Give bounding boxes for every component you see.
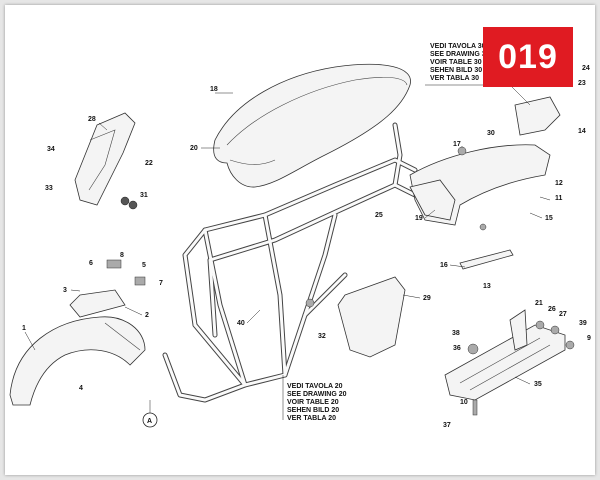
part-label-16: 16: [440, 262, 448, 269]
reference-marker-label: A: [147, 418, 152, 425]
part-label-4: 4: [79, 385, 83, 392]
part-label-5: 5: [142, 262, 146, 269]
part-label-24: 24: [582, 65, 590, 72]
part-label-34: 34: [47, 146, 55, 153]
part-label-7: 7: [159, 280, 163, 287]
leader-lines: [24, 92, 551, 385]
part-label-2: 2: [145, 312, 149, 319]
note-bottom-line-5: VER TABLA 20: [287, 415, 336, 422]
fender-part-1[interactable]: [9, 316, 146, 406]
part-label-29: 29: [423, 295, 431, 302]
parts-drawing: VEDI TAVOLA 30 SEE DRAWING 30 VOIR TABLE…: [9, 43, 591, 429]
part-label-18: 18: [210, 86, 218, 93]
part-label-35: 35: [534, 381, 542, 388]
frame-structure: [162, 122, 418, 403]
part-label-14: 14: [578, 128, 586, 135]
part-label-13: 13: [483, 283, 491, 290]
part-label-11: 11: [555, 195, 563, 202]
side-panel-part-28[interactable]: [74, 112, 136, 206]
note-top-line-1: VEDI TAVOLA 30: [430, 43, 486, 50]
part-label-37: 37: [443, 422, 451, 429]
part-label-28: 28: [88, 116, 96, 123]
part-label-3: 3: [63, 287, 67, 294]
part-number-labels: 1 2 3 4 5 6 7 8 9 10 11 12 13 14 15 16 1…: [22, 65, 591, 429]
side-panel-part-29[interactable]: [337, 276, 406, 358]
part-label-21: 21: [535, 300, 543, 307]
note-bottom-line-4: SEHEN BILD 20: [287, 407, 339, 414]
seat-part-20[interactable]: [213, 63, 411, 188]
part-label-20: 20: [190, 145, 198, 152]
part-label-25: 25: [375, 212, 383, 219]
part-label-1: 1: [22, 325, 26, 332]
part-label-32: 32: [318, 333, 326, 340]
part-label-36: 36: [453, 345, 461, 352]
note-top-line-5: VER TABLA 30: [430, 75, 479, 82]
part-label-12: 12: [555, 180, 563, 187]
bracket-part-2[interactable]: [69, 289, 126, 318]
strap-part-16[interactable]: [459, 249, 514, 270]
note-bottom-line-1: VEDI TAVOLA 20: [287, 383, 343, 390]
hardware-group: [106, 146, 575, 416]
tail-bracket-part-30[interactable]: [514, 96, 561, 136]
part-label-23: 23: [578, 80, 586, 87]
part-label-31: 31: [140, 192, 148, 199]
reference-marker-a: A: [142, 400, 158, 428]
part-label-33: 33: [45, 185, 53, 192]
part-label-17: 17: [453, 141, 461, 148]
page-code-badge: 019: [483, 27, 573, 87]
rear-rack-part-35[interactable]: [444, 324, 566, 401]
part-label-40: 40: [237, 320, 245, 327]
note-bottom-line-2: SEE DRAWING 20: [287, 391, 347, 398]
part-label-27: 27: [559, 311, 567, 318]
part-label-30: 30: [487, 130, 495, 137]
part-label-8: 8: [120, 252, 124, 259]
note-top-line-2: SEE DRAWING 30: [430, 51, 490, 58]
note-top-line-3: VOIR TABLE 30: [430, 59, 482, 66]
part-label-9: 9: [587, 335, 591, 342]
part-label-39: 39: [579, 320, 587, 327]
part-label-22: 22: [145, 160, 153, 167]
part-label-10: 10: [460, 399, 468, 406]
note-bottom-line-3: VOIR TABLE 20: [287, 399, 339, 406]
note-top-line-4: SEHEN BILD 30: [430, 67, 482, 74]
part-label-6: 6: [89, 260, 93, 267]
inner-mudguard-part-19[interactable]: [409, 179, 456, 221]
part-label-26: 26: [548, 306, 556, 313]
part-label-19: 19: [415, 215, 423, 222]
part-label-38: 38: [452, 330, 460, 337]
part-label-15: 15: [545, 215, 553, 222]
exploded-parts-diagram: VEDI TAVOLA 30 SEE DRAWING 30 VOIR TABLE…: [5, 5, 595, 475]
cross-reference-note-bottom: VEDI TAVOLA 20 SEE DRAWING 20 VOIR TABLE…: [282, 375, 347, 422]
